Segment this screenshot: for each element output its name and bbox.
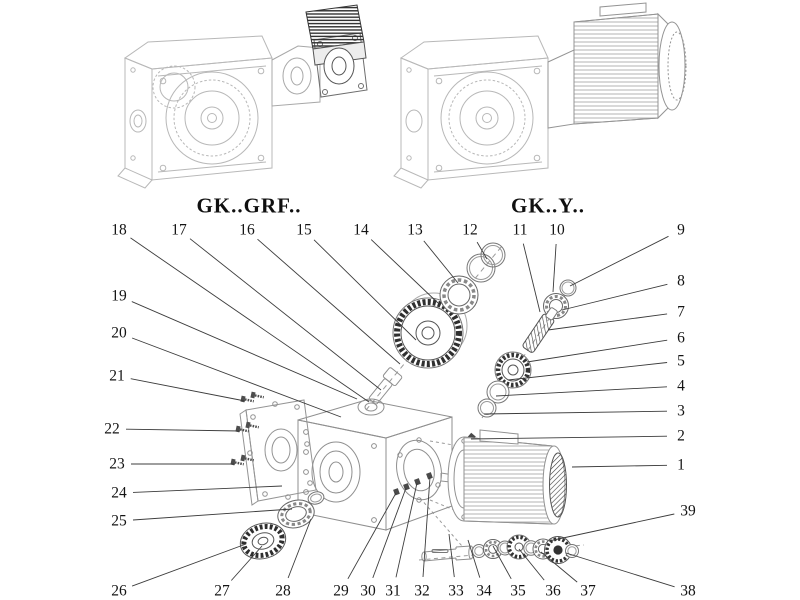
exploded-output-shaft — [421, 534, 579, 564]
leader-line-16 — [257, 238, 401, 365]
part-number-29: 29 — [333, 582, 349, 600]
part-number-1: 1 — [677, 456, 685, 474]
leader-line-33 — [448, 533, 455, 578]
gearbox-grf-input-flange — [271, 4, 368, 107]
leader-line-7 — [547, 313, 668, 331]
model-label-grf: GK..GRF.. — [196, 193, 302, 218]
part-number-27: 27 — [214, 582, 230, 600]
exploded-cover-plates — [239, 399, 317, 506]
gearbox-grf-drawing — [117, 35, 273, 189]
part-number-22: 22 — [104, 420, 120, 438]
part-number-14: 14 — [353, 221, 369, 239]
part-number-13: 13 — [407, 221, 423, 239]
part-number-10: 10 — [549, 221, 565, 239]
leader-line-18 — [130, 237, 370, 403]
leader-line-36 — [518, 548, 545, 581]
leader-line-30 — [372, 487, 407, 579]
leader-line-24 — [132, 485, 283, 493]
leader-line-35 — [492, 545, 512, 580]
part-number-23: 23 — [109, 455, 125, 473]
model-label-y: GK..Y.. — [511, 193, 585, 218]
exploded-housing — [297, 398, 453, 531]
assembly-axes — [365, 245, 585, 561]
part-number-19: 19 — [111, 287, 127, 305]
leader-line-31 — [395, 482, 418, 578]
leader-line-3 — [483, 410, 668, 415]
exploded-output-rings — [239, 491, 325, 560]
leader-line-28 — [287, 518, 312, 579]
part-number-38: 38 — [680, 582, 696, 600]
part-pinion-stack — [462, 279, 577, 448]
leader-line-6 — [526, 339, 668, 363]
part-number-4: 4 — [677, 377, 685, 395]
exploded-motor — [440, 429, 567, 525]
leader-line-10 — [552, 243, 557, 293]
leader-line-29 — [347, 492, 397, 580]
part-number-36: 36 — [545, 582, 561, 600]
part-number-17: 17 — [171, 221, 187, 239]
leader-line-13 — [423, 240, 459, 284]
leader-line-8 — [561, 283, 668, 311]
leader-line-19 — [131, 301, 358, 400]
part-number-3: 3 — [677, 402, 685, 420]
part-large-gear-stack — [392, 242, 506, 369]
leader-line-2 — [470, 435, 668, 440]
part-number-2: 2 — [677, 427, 685, 445]
leader-line-4 — [495, 386, 668, 397]
part-number-21: 21 — [109, 367, 125, 385]
leader-line-37 — [540, 551, 578, 583]
part-number-39: 39 — [680, 502, 696, 520]
leader-line-25 — [132, 508, 293, 521]
part-number-28: 28 — [275, 582, 291, 600]
leader-line-1 — [571, 464, 668, 468]
part-number-26: 26 — [111, 582, 127, 600]
leader-line-39 — [548, 513, 675, 542]
leader-line-26 — [131, 543, 247, 587]
part-number-31: 31 — [385, 582, 401, 600]
leader-line-12 — [476, 241, 488, 260]
gearbox-y-motor — [547, 2, 687, 129]
leader-line-9 — [569, 235, 669, 287]
leader-line-34 — [467, 539, 481, 578]
part-number-34: 34 — [476, 582, 492, 600]
part-number-33: 33 — [448, 582, 464, 600]
leader-line-15 — [313, 239, 417, 341]
part-number-15: 15 — [296, 221, 312, 239]
leader-line-21 — [130, 378, 246, 402]
leader-line-17 — [189, 238, 382, 391]
part-number-5: 5 — [677, 352, 685, 370]
part-number-37: 37 — [580, 582, 596, 600]
exploded-bolts — [230, 391, 265, 466]
part-number-7: 7 — [677, 303, 685, 321]
exploded-plugs — [393, 472, 433, 496]
leader-line-32 — [422, 476, 431, 578]
leader-line-14 — [370, 239, 439, 304]
part-number-24: 24 — [111, 484, 127, 502]
part-number-16: 16 — [239, 221, 255, 239]
part-number-20: 20 — [111, 324, 127, 342]
part-number-35: 35 — [510, 582, 526, 600]
part-number-11: 11 — [512, 221, 528, 239]
part-number-18: 18 — [111, 221, 127, 239]
part-number-32: 32 — [414, 582, 430, 600]
part-number-30: 30 — [360, 582, 376, 600]
leader-line-11 — [522, 243, 541, 313]
leader-line-27 — [230, 545, 263, 581]
leader-line-20 — [131, 337, 342, 418]
part-number-8: 8 — [677, 272, 685, 290]
part-number-6: 6 — [677, 329, 685, 347]
part-number-12: 12 — [462, 221, 478, 239]
part-input-shaft — [368, 367, 403, 405]
leader-line-22 — [125, 428, 241, 432]
part-number-9: 9 — [677, 221, 685, 239]
leader-line-5 — [507, 362, 668, 381]
gearbox-y-drawing — [393, 35, 549, 189]
part-number-25: 25 — [111, 512, 127, 530]
